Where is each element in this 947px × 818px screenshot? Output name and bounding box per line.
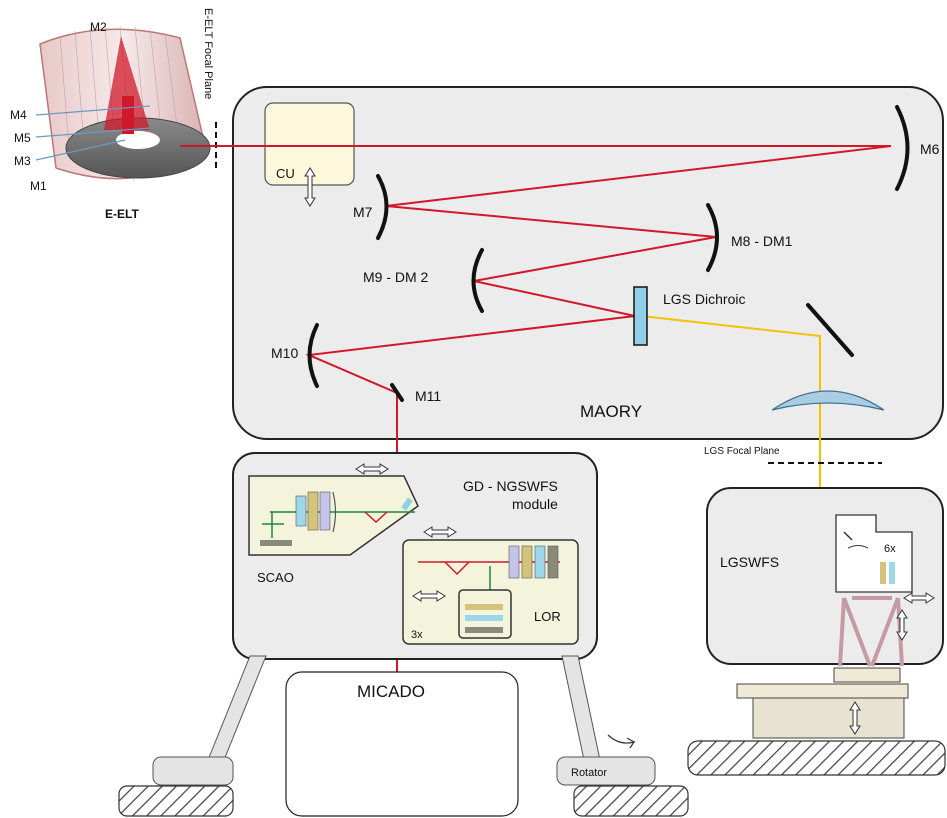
label-maory: MAORY — [580, 402, 642, 421]
mirror-m10 — [307, 323, 319, 388]
label-rotator: Rotator — [571, 767, 607, 779]
left-ground-hatch — [118, 785, 234, 817]
lor-motion-arrow-icon — [412, 526, 457, 602]
lgs-dichroic-element — [633, 286, 648, 346]
label-m8-dm1: M8 - DM1 — [731, 233, 793, 249]
label-m1: M1 — [30, 179, 47, 193]
lgswfs-optics — [843, 531, 895, 584]
scao-motion-arrow-icon — [355, 463, 389, 475]
lor-inner-wfs — [458, 589, 512, 639]
eelt-m5-line — [35, 127, 151, 138]
rotator-box — [556, 756, 656, 786]
mirror-m6 — [895, 105, 910, 191]
label-micado: MICADO — [357, 682, 425, 701]
label-m5: M5 — [14, 131, 31, 145]
label-ngswfs-title: GD - NGSWFS — [463, 478, 558, 494]
lgs-ground-hatch — [687, 740, 946, 776]
pedestal-vertical-arrow-icon — [849, 701, 861, 735]
label-scao: SCAO — [257, 570, 294, 585]
label-cu: CU — [276, 166, 295, 181]
eelt-m4-line — [35, 105, 151, 116]
lor-wfs-stack — [465, 604, 503, 633]
label-eelt-focal-plane: E-ELT Focal Plane — [202, 8, 214, 99]
label-m3: M3 — [14, 154, 31, 168]
label-m4: M4 — [10, 108, 27, 122]
eelt-telescope: M2 M4 M5 M3 M1 E-ELT — [10, 20, 211, 221]
eelt-m1-hole — [116, 131, 160, 149]
label-lgs-focal-plane: LGS Focal Plane — [704, 446, 780, 457]
label-ngswfs-subtitle: module — [512, 496, 558, 512]
hexapod-motion-arrow-icon — [896, 592, 935, 641]
label-lgs-dichroic: LGS Dichroic — [663, 291, 745, 307]
label-m2: M2 — [90, 20, 107, 34]
label-m10: M10 — [271, 345, 298, 361]
mirror-m8-dm1 — [706, 203, 719, 272]
scao-optics — [260, 491, 415, 546]
mirror-m9-dm2 — [471, 248, 484, 313]
label-lor-multiplicity: 3x — [411, 629, 423, 641]
eelt-m3-tower — [122, 96, 134, 134]
label-m7: M7 — [353, 204, 373, 220]
left-foot-pad — [152, 756, 234, 786]
label-lor: LOR — [534, 609, 561, 624]
mirror-m7 — [376, 174, 389, 240]
lgswfs-pedestal — [752, 697, 905, 739]
label-m6: M6 — [920, 141, 940, 157]
lgs-fold-mirror — [806, 303, 854, 357]
maory-enclosure — [232, 86, 944, 440]
label-m11: M11 — [415, 388, 441, 404]
cu-translation-arrow-icon — [304, 167, 316, 207]
scao-submodule — [248, 475, 419, 556]
lgs-objective-lens — [771, 390, 885, 411]
right-ground-hatch — [573, 785, 689, 817]
science-beam-path — [180, 145, 892, 683]
lgswfs-translation-stage — [833, 667, 901, 683]
eelt-m3-line — [35, 139, 126, 161]
label-lgswfs-multiplicity: 6x — [884, 543, 896, 555]
lgswfs-rotator-plate — [736, 683, 909, 699]
label-eelt: E-ELT — [105, 207, 139, 221]
rotator-rotation-arrow-icon — [607, 734, 636, 749]
mirror-m11 — [390, 383, 404, 402]
micado-body — [285, 671, 519, 817]
label-m9-dm2: M9 - DM 2 — [363, 269, 429, 285]
label-lgswfs: LGSWFS — [720, 554, 779, 570]
lor-optics — [418, 545, 560, 600]
